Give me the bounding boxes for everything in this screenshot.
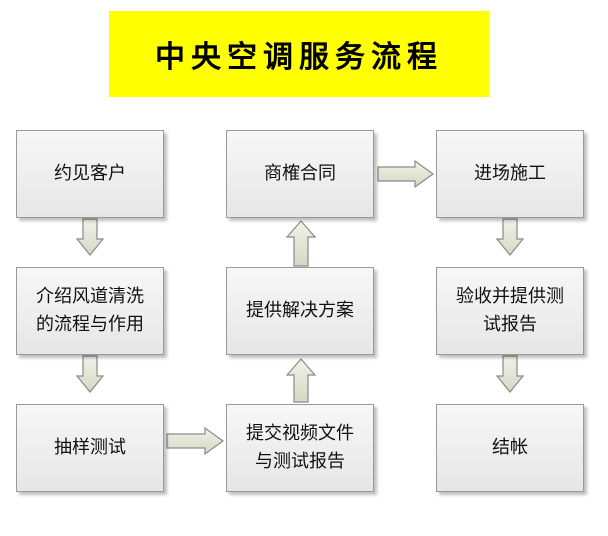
step-meet-client: 约见客户 bbox=[16, 130, 164, 218]
step-on-site-construction: 进场施工 bbox=[436, 130, 584, 218]
arrow-up-2 bbox=[285, 220, 317, 267]
step-settlement: 结帐 bbox=[436, 404, 584, 492]
step-submit-video-report: 提交视频文件 与测试报告 bbox=[226, 404, 374, 492]
arrow-down-4 bbox=[495, 355, 525, 393]
arrow-right-2 bbox=[377, 159, 435, 189]
step-label: 抽样测试 bbox=[54, 437, 126, 458]
step-label: 进场施工 bbox=[474, 163, 546, 184]
arrow-down-2 bbox=[75, 355, 105, 393]
step-sampling-test: 抽样测试 bbox=[16, 404, 164, 492]
arrow-down-1 bbox=[75, 218, 105, 256]
step-acceptance-report: 验收并提供测 试报告 bbox=[436, 267, 584, 355]
step-label: 验收并提供测 试报告 bbox=[456, 286, 564, 335]
step-label: 商榷合同 bbox=[264, 163, 336, 184]
step-label: 提交视频文件 与测试报告 bbox=[246, 423, 354, 472]
arrow-down-3 bbox=[495, 218, 525, 256]
step-provide-solution: 提供解决方案 bbox=[226, 267, 374, 355]
step-label: 介绍风道清洗 的流程与作用 bbox=[36, 286, 144, 335]
step-negotiate-contract: 商榷合同 bbox=[226, 130, 374, 218]
page-title: 中央空调服务流程 bbox=[155, 40, 443, 75]
step-label: 约见客户 bbox=[54, 163, 126, 184]
step-label: 提供解决方案 bbox=[246, 300, 354, 321]
title-banner: 中央空调服务流程 bbox=[109, 11, 489, 97]
arrow-right-1 bbox=[166, 426, 225, 456]
arrow-up-1 bbox=[285, 358, 317, 403]
step-introduce-duct-cleaning: 介绍风道清洗 的流程与作用 bbox=[16, 267, 164, 355]
step-label: 结帐 bbox=[492, 437, 528, 458]
